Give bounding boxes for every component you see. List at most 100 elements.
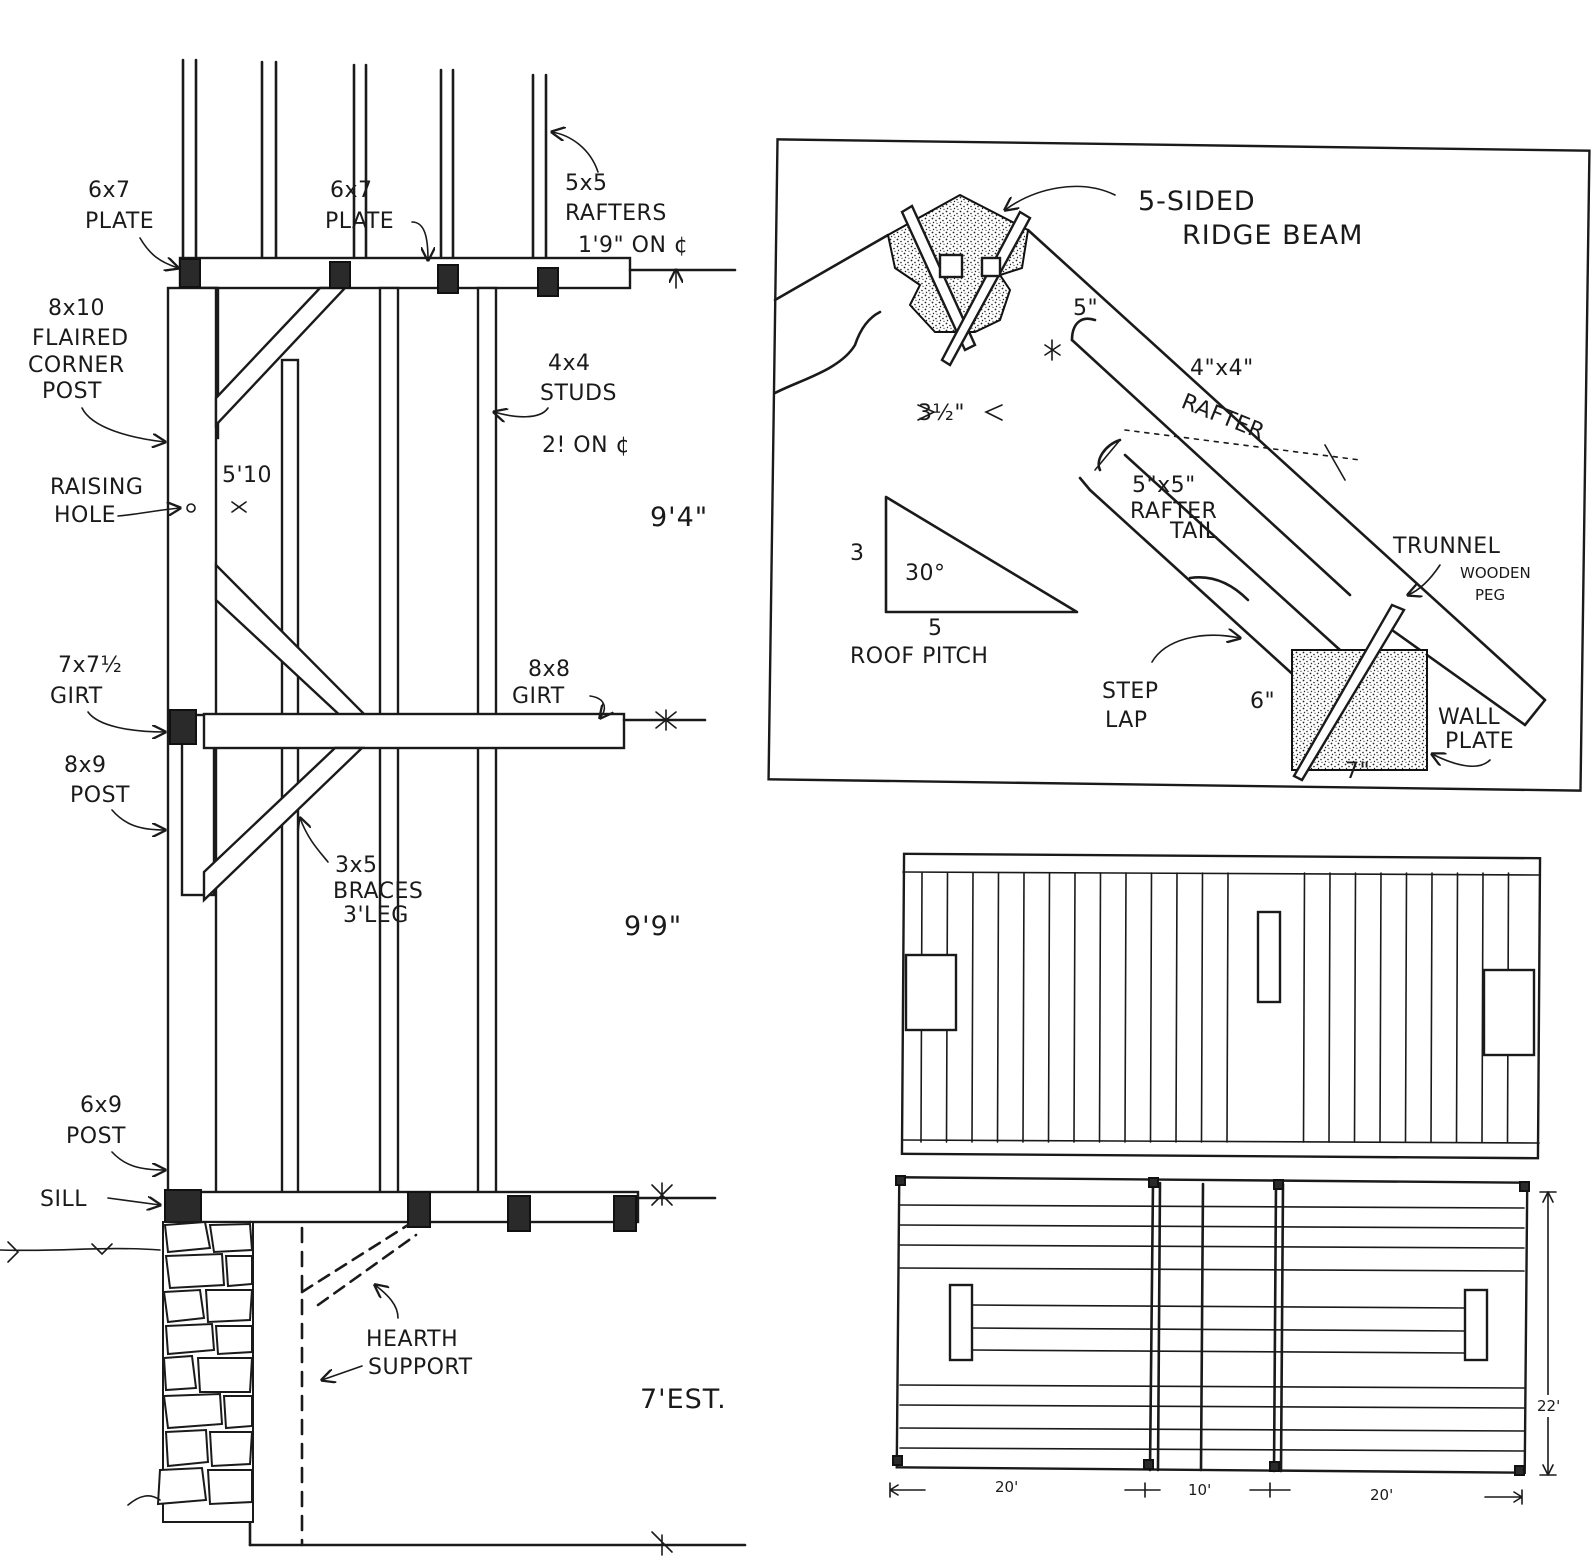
- step-lap-label-1: STEP: [1102, 679, 1159, 704]
- lower-brace: [202, 746, 365, 903]
- ridge-beam-detail: 5-SIDED RIDGE BEAM 5" 3½" 4"x4" RAFTER 5…: [767, 138, 1591, 792]
- roof-pitch-label: ROOF PITCH: [850, 644, 988, 669]
- floor-joist: [971, 1327, 1466, 1332]
- floor-joist: [899, 1447, 1525, 1452]
- ridge-peg-2: [940, 210, 1032, 367]
- plate-width-label: 7": [1345, 759, 1370, 784]
- pitch-triangle: [884, 495, 1079, 614]
- rafter-tail-label: RAFTER: [1130, 499, 1217, 524]
- rafter-tail-label-2: TAIL: [1169, 519, 1218, 544]
- sill: [166, 1190, 640, 1224]
- girt-7x75-label: GIRT: [50, 684, 103, 709]
- rafters-spacing: 1'9" ON ¢: [578, 233, 688, 258]
- roof-rafter: [1022, 872, 1025, 1143]
- span-right-label: 20': [1370, 1486, 1393, 1504]
- post-8x9-label: POST: [70, 783, 130, 808]
- braces-size: 3x5: [335, 853, 378, 878]
- girt-8x8-size: 8x8: [528, 657, 571, 682]
- corner-post-label-3: POST: [42, 379, 102, 404]
- floor-joist: [899, 1267, 1525, 1272]
- ridge-peg-1: [900, 204, 977, 352]
- trunnel-label-3: PEG: [1475, 586, 1505, 604]
- floor-plan-outline: [895, 1176, 1529, 1474]
- ridge-beam-label-2: RIDGE BEAM: [1182, 220, 1363, 251]
- roof-rafter: [1047, 872, 1051, 1143]
- roof-rafter: [971, 872, 974, 1143]
- detail-frame: [767, 138, 1591, 792]
- corner-post-size: 8x10: [48, 296, 105, 321]
- roof-rafter: [1404, 872, 1408, 1143]
- roof-rafter: [1200, 872, 1204, 1143]
- roof-rafter: [1328, 872, 1331, 1143]
- plate-mid-label: PLATE: [325, 209, 394, 234]
- roof-rafter: [1430, 872, 1433, 1143]
- span-mid-label: 10': [1188, 1481, 1211, 1499]
- braces-leg: 3'LEG: [343, 903, 409, 928]
- roof-rafter: [1302, 872, 1306, 1143]
- plate-left-size: 6x7: [88, 178, 131, 203]
- rafters-size: 5x5: [565, 171, 608, 196]
- post-8x9-size: 8x9: [64, 753, 107, 778]
- roof-rafter-lines: [920, 872, 1510, 1143]
- floor-framing-plan: 20' 10' 20' 22': [889, 1175, 1562, 1505]
- roof-rafter: [1124, 872, 1127, 1143]
- floor-joist: [899, 1384, 1525, 1389]
- studs-size: 4x4: [548, 351, 591, 376]
- lower-wall-height: 9'9": [624, 911, 682, 942]
- brace-length: 5'10: [222, 463, 272, 488]
- roof-rafter: [1073, 872, 1076, 1143]
- floor-joist: [899, 1244, 1525, 1249]
- plate-height-label: 6": [1250, 689, 1275, 714]
- hearth-support-label-2: SUPPORT: [368, 1355, 473, 1380]
- floor-joist: [899, 1404, 1525, 1409]
- girt: [202, 712, 626, 750]
- depth-5-label: 5": [1073, 296, 1098, 321]
- floor-joist: [971, 1349, 1466, 1354]
- floor-joist: [971, 1304, 1466, 1309]
- pitch-rise: 3: [850, 541, 865, 566]
- beam-ends: [164, 258, 637, 1232]
- ground-line: [0, 1241, 161, 1506]
- hearth-support-label-1: HEARTH: [366, 1327, 458, 1352]
- floor-joist: [899, 1427, 1525, 1432]
- floor-joist: [899, 1204, 1525, 1209]
- ridge-beam-label-1: 5-SIDED: [1138, 186, 1256, 217]
- post-6x9-size: 6x9: [80, 1093, 123, 1118]
- post-6x9-label: POST: [66, 1124, 126, 1149]
- roof-framing-plan: [900, 852, 1542, 1160]
- rafter-tail-size: 5"x5": [1132, 473, 1196, 498]
- raising-hole-label-2: HOLE: [54, 503, 116, 528]
- wall-section-labels: 6x7 PLATE 6x7 PLATE 5x5 RAFTERS 1'9" ON …: [28, 132, 727, 1415]
- plate-left-label: PLATE: [85, 209, 154, 234]
- roof-rafter: [1098, 872, 1102, 1143]
- basement-height: 7'EST.: [640, 1384, 727, 1415]
- height-dimension-ticks: [651, 270, 676, 1556]
- braces-label: BRACES: [333, 879, 423, 904]
- wall-plate-label-1: WALL: [1438, 705, 1500, 730]
- pitch-angle: 30°: [905, 561, 946, 586]
- ridge-width-label: 3½": [918, 401, 965, 426]
- girt-7x75-size: 7x7½: [58, 653, 122, 678]
- wall-plate-label-2: PLATE: [1445, 729, 1514, 754]
- girt-8x8-label: GIRT: [512, 684, 565, 709]
- rafters: [181, 58, 548, 260]
- roof-rafter: [1353, 872, 1357, 1143]
- raising-hole-label-1: RAISING: [50, 475, 143, 500]
- roof-rafter: [1149, 872, 1153, 1143]
- depth-label: 22': [1537, 1397, 1560, 1415]
- stone-foundation: [156, 1220, 254, 1523]
- floor-joist: [899, 1224, 1525, 1229]
- corner-post-label-1: FLAIRED: [32, 326, 129, 351]
- rafter-4x4-label: RAFTER: [1178, 389, 1268, 445]
- trunnel-peg: [1292, 603, 1406, 782]
- sill-label: SILL: [40, 1187, 87, 1212]
- roof-rafter: [1379, 872, 1382, 1143]
- upper-wall-height: 9'4": [650, 502, 708, 533]
- corner-post-label-2: CORNER: [28, 353, 125, 378]
- plate-left-arrow: [139, 237, 178, 268]
- pitch-run: 5: [928, 616, 943, 641]
- floor-joist-lines: [899, 1204, 1525, 1452]
- roof-rafter: [996, 872, 1000, 1143]
- top-plate: [178, 256, 632, 290]
